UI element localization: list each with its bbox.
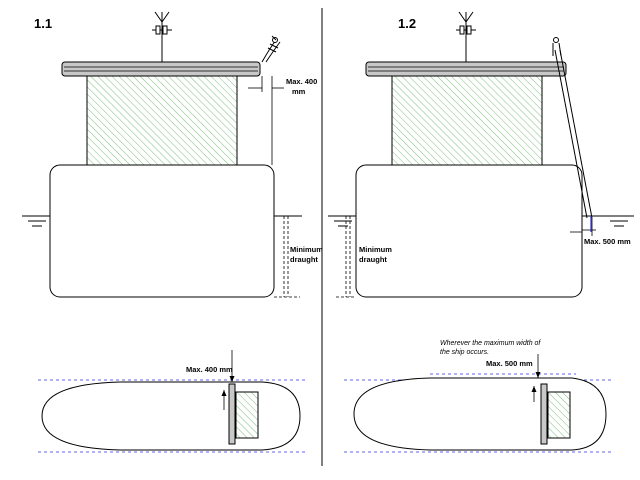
draught-label-line2: draught	[290, 255, 318, 264]
figure-1-2: 1.2	[328, 11, 634, 453]
max-label-line2: mm	[292, 87, 306, 96]
figure-number: 1.1	[34, 16, 52, 31]
hull-outline-plan	[41, 381, 301, 451]
antenna-icon	[152, 11, 172, 62]
plan-note-line2: the ship occurs.	[440, 349, 489, 356]
hull	[49, 164, 275, 298]
pilot-ladder-icon	[261, 35, 281, 63]
hull	[355, 164, 583, 298]
draught-marker	[336, 216, 356, 298]
plan-max-label: Max. 500 mm	[486, 359, 533, 368]
deck-rail	[365, 61, 567, 77]
deck-rail-plan	[540, 383, 548, 445]
figure-1-1: 1.1	[22, 11, 323, 453]
draught-marker	[274, 216, 300, 298]
figure-number: 1.2	[398, 16, 416, 31]
superstructure-plan	[547, 391, 571, 439]
draught-label-line1: Minimum	[290, 245, 323, 254]
max-label-line1: Max. 400	[286, 77, 317, 86]
deck-rail	[61, 61, 261, 77]
pilot-ladder-icon	[552, 37, 593, 219]
plan-view	[344, 354, 614, 453]
plan-note-line1: Wherever the maximum width of	[440, 340, 541, 347]
draught-label-line1: Minimum	[359, 245, 392, 254]
antenna-icon	[456, 11, 476, 62]
superstructure	[391, 75, 543, 166]
deck-rail-plan	[228, 383, 236, 445]
max-distance-marker	[248, 76, 284, 165]
max-distance-marker	[570, 218, 596, 236]
superstructure	[86, 75, 238, 166]
superstructure-plan	[235, 391, 259, 439]
max-label: Max. 500 mm	[584, 237, 631, 246]
plan-view	[38, 350, 308, 453]
plan-max-label: Max. 400 mm	[186, 365, 233, 374]
draught-label-line2: draught	[359, 255, 387, 264]
